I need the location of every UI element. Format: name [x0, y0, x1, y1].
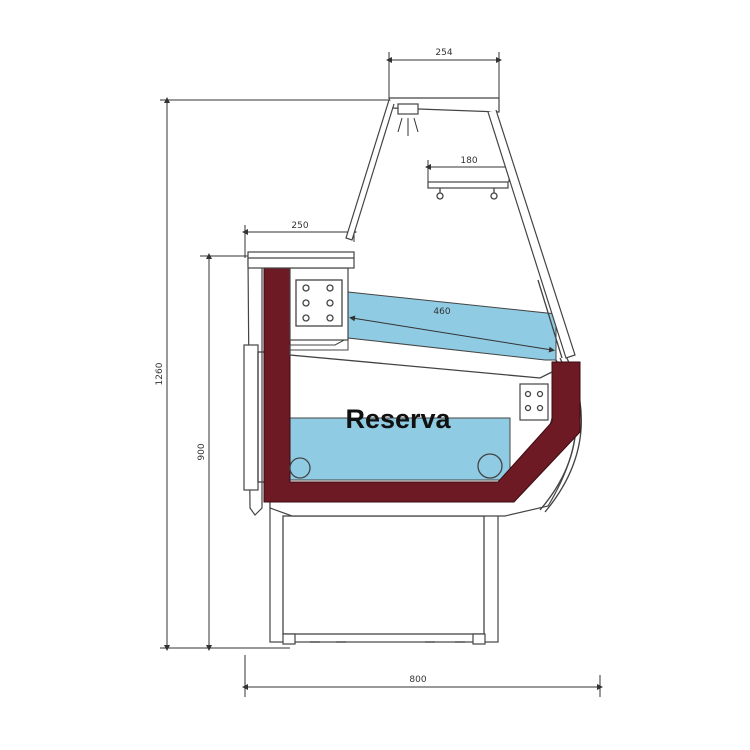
- top-width-label: 254: [435, 48, 452, 58]
- back-width-label: 250: [291, 221, 308, 231]
- tray-depth-line: [349, 315, 555, 353]
- dimension-labels: 254 180 250 460 1260 900 800: [155, 48, 478, 685]
- rear-panel: [289, 267, 549, 479]
- storage-tray: [289, 417, 511, 481]
- rear-door: [243, 344, 267, 491]
- glass-canopy: [345, 97, 576, 359]
- upper-shelf: [427, 181, 509, 200]
- shelf-width-label: 180: [460, 156, 477, 166]
- base-cabinet: [269, 501, 499, 645]
- back-counter-top: [247, 251, 355, 269]
- total-height-label: 1260: [155, 362, 165, 385]
- storage-label: Reserva: [345, 404, 451, 434]
- dimension-lines: [160, 52, 603, 697]
- insulation-frame: [263, 267, 581, 503]
- display-tray: [347, 291, 557, 361]
- tray-depth-label: 460: [433, 307, 450, 317]
- total-depth-label: 800: [409, 675, 426, 685]
- counter-height-label: 900: [197, 443, 207, 460]
